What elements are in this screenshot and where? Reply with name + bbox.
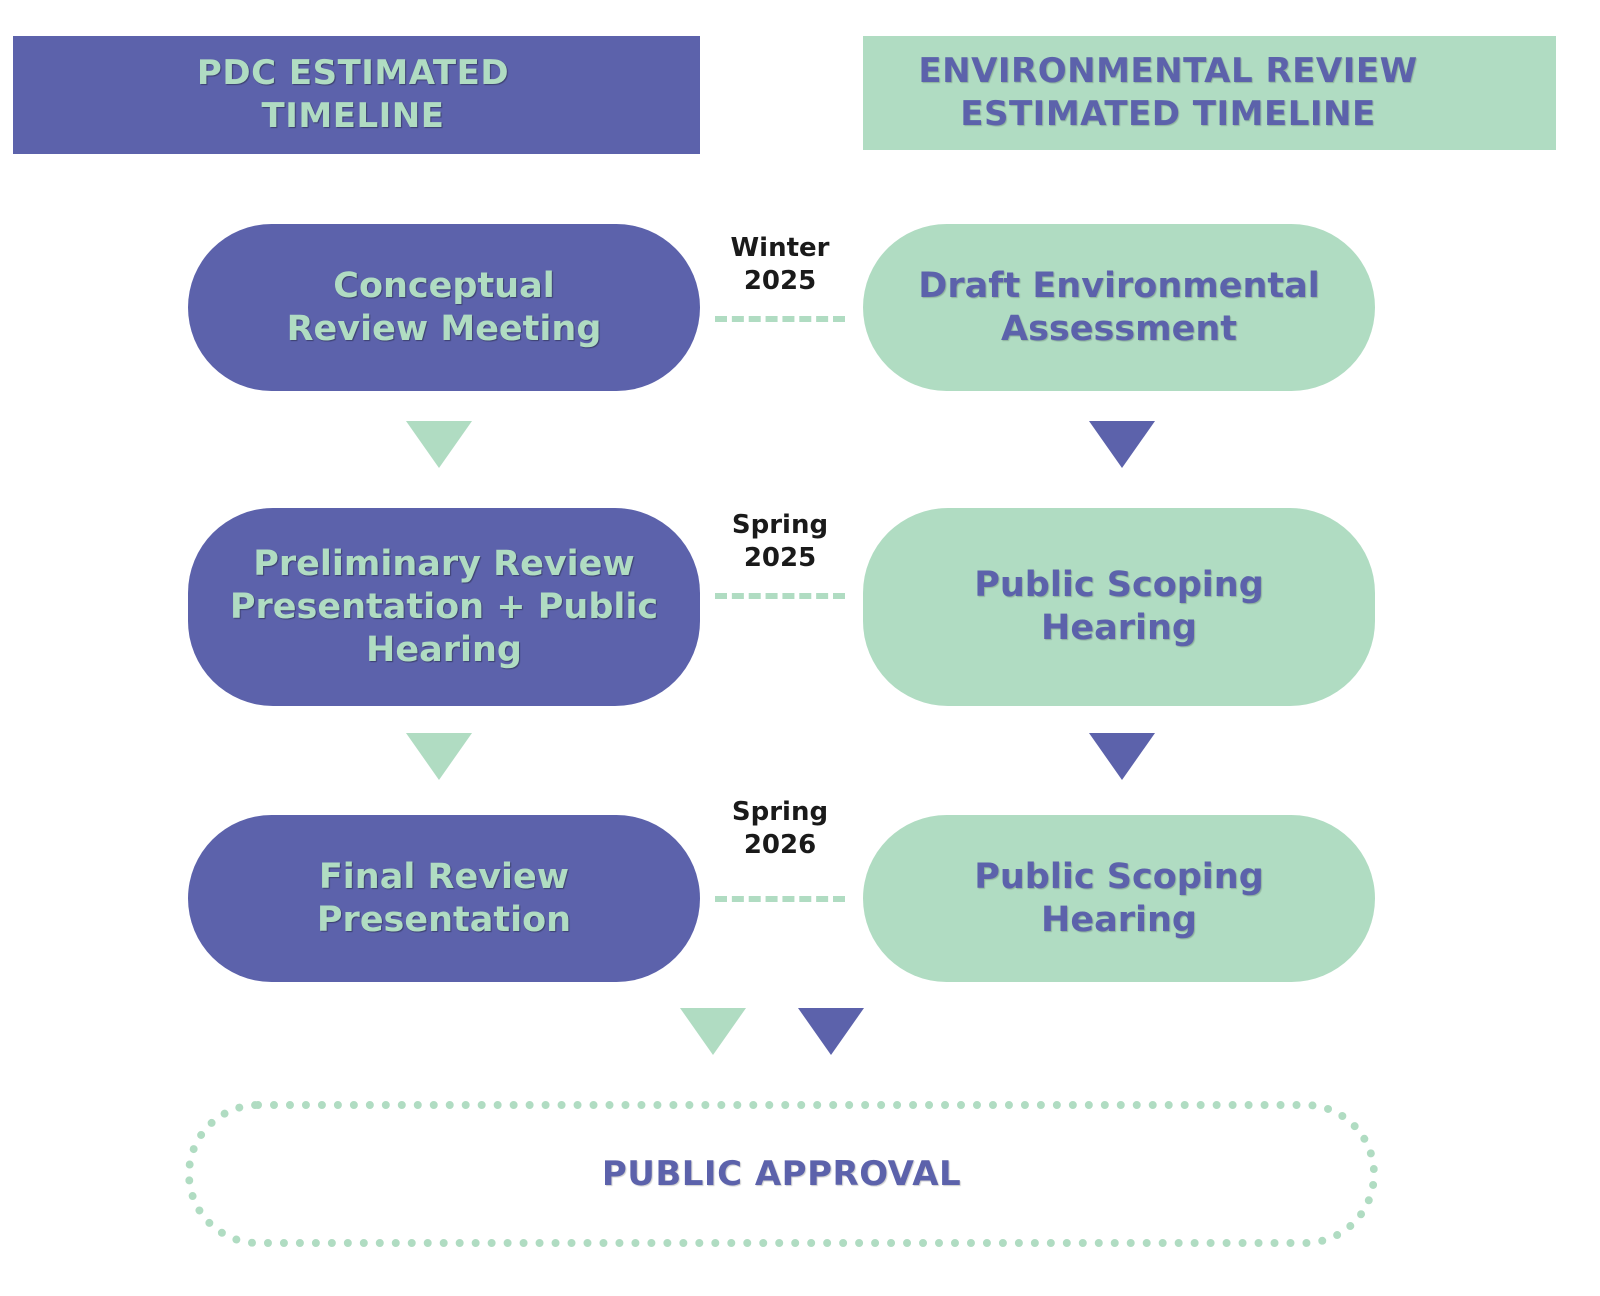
season-year: 2025 bbox=[743, 266, 817, 296]
step-label-line: Final Review bbox=[318, 856, 570, 897]
season-label: Spring 2025 bbox=[715, 509, 845, 575]
dotted-connector bbox=[715, 896, 845, 902]
dotted-connector bbox=[715, 316, 845, 322]
pdc-step-preliminary-review: Preliminary Review Presentation + Public… bbox=[188, 508, 700, 706]
step-label-line: Public Scoping bbox=[974, 565, 1264, 605]
pdc-header-line1: PDC ESTIMATED bbox=[196, 53, 510, 93]
down-arrow-icon bbox=[1089, 733, 1155, 780]
step-label-line: Hearing bbox=[366, 629, 522, 670]
season-name: Winter bbox=[730, 233, 830, 263]
step-label-line: Draft Environmental bbox=[918, 265, 1320, 306]
down-arrow-icon bbox=[798, 1008, 864, 1055]
step-label-line: Preliminary Review bbox=[253, 543, 635, 584]
down-arrow-icon bbox=[406, 421, 472, 468]
public-approval-label: PUBLIC APPROVAL bbox=[601, 1154, 962, 1194]
pdc-header-line2: TIMELINE bbox=[261, 96, 445, 136]
step-label-line: Assessment bbox=[1000, 308, 1237, 349]
pdc-step-conceptual-review: Conceptual Review Meeting bbox=[188, 224, 700, 391]
dotted-connector bbox=[715, 593, 845, 599]
step-label-line: Review Meeting bbox=[286, 308, 602, 349]
env-step-public-scoping-2: Public Scoping Hearing bbox=[863, 815, 1375, 982]
step-label-line: Hearing bbox=[1041, 899, 1197, 940]
environmental-review-header: ENVIRONMENTAL REVIEW ESTIMATED TIMELINE bbox=[863, 36, 1556, 150]
season-name: Spring bbox=[731, 510, 829, 540]
season-year: 2026 bbox=[743, 830, 817, 860]
env-step-public-scoping: Public Scoping Hearing bbox=[863, 508, 1375, 706]
public-approval-box: PUBLIC APPROVAL bbox=[185, 1101, 1378, 1247]
down-arrow-icon bbox=[406, 733, 472, 780]
step-label-line: Presentation + Public bbox=[229, 586, 659, 627]
down-arrow-icon bbox=[1089, 421, 1155, 468]
env-step-draft-assessment: Draft Environmental Assessment bbox=[863, 224, 1375, 391]
season-year: 2025 bbox=[743, 543, 817, 573]
env-header-line1: ENVIRONMENTAL REVIEW bbox=[918, 51, 1418, 91]
step-label-line: Presentation bbox=[316, 899, 572, 940]
season-name: Spring bbox=[731, 797, 829, 827]
season-label: Winter 2025 bbox=[715, 232, 845, 298]
season-label: Spring 2026 bbox=[715, 796, 845, 862]
pdc-step-final-review: Final Review Presentation bbox=[188, 815, 700, 982]
step-label-line: Hearing bbox=[1041, 608, 1197, 648]
down-arrow-icon bbox=[680, 1008, 746, 1055]
env-header-line2: ESTIMATED TIMELINE bbox=[960, 94, 1376, 134]
step-label-line: Public Scoping bbox=[974, 856, 1264, 897]
pdc-timeline-header: PDC ESTIMATED TIMELINE bbox=[13, 36, 700, 154]
step-label-line: Conceptual bbox=[333, 265, 555, 306]
